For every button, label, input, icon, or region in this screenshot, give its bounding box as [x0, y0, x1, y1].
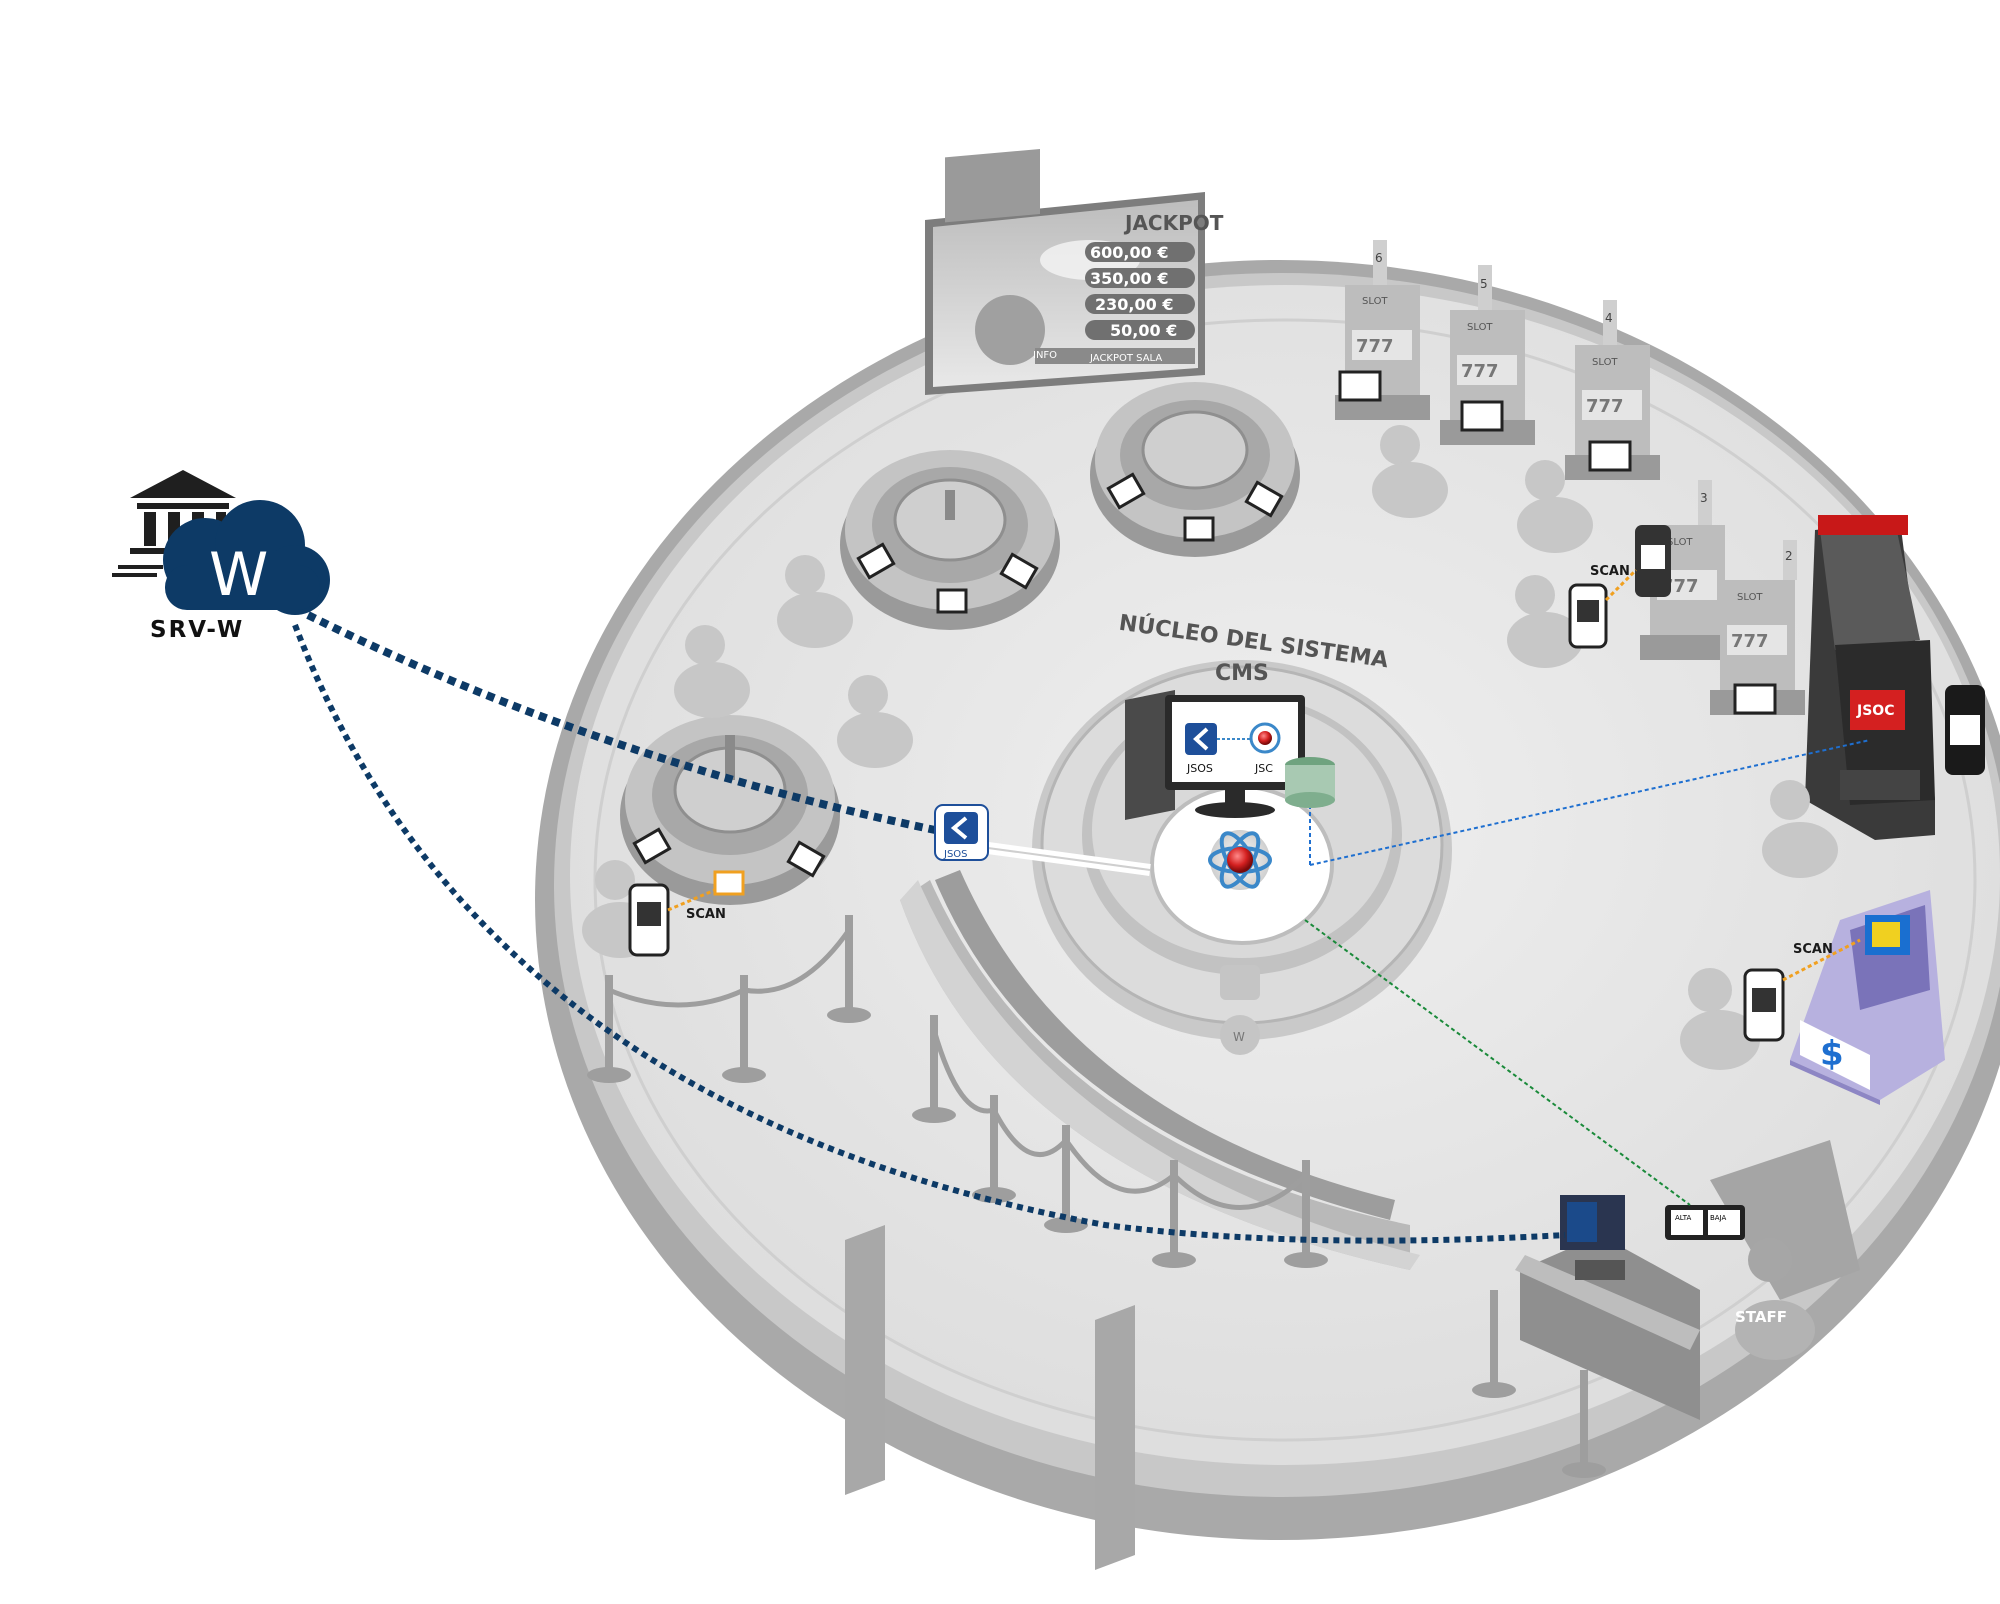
- qr-tag: [1338, 370, 1382, 402]
- jackpot-amount: 50,00 €: [1110, 321, 1177, 340]
- slot-number: 5: [1480, 277, 1488, 291]
- scan-label: SCAN: [1590, 564, 1630, 579]
- jsos-logo-icon: [1185, 723, 1217, 755]
- cloud-letter: W: [209, 540, 268, 610]
- stanchion-posts: [587, 915, 1606, 1478]
- qr-tag: [1733, 683, 1777, 715]
- cms-jsc-label: JSC: [1254, 762, 1273, 775]
- dollar-icon: $: [1820, 1034, 1844, 1074]
- qr-tag: [1588, 440, 1632, 472]
- alta-label: ALTA: [1675, 1214, 1691, 1222]
- jackpot-screen: JACKPOT 600,00 € 350,00 € 230,00 € 50,00…: [925, 149, 1224, 395]
- roulette-table-1: [840, 450, 1060, 630]
- phone-left: SCAN: [628, 883, 726, 957]
- jackpot-info: INFO: [1033, 350, 1057, 361]
- jackpot-amount: 230,00 €: [1095, 295, 1173, 314]
- baja-label: BAJA: [1710, 1214, 1727, 1222]
- people: [582, 425, 1838, 1070]
- slot-label: SLOT: [1362, 296, 1388, 307]
- connections: [292, 611, 1871, 1244]
- jsos-node-label: JSOS: [943, 849, 968, 860]
- qr-tag: [1460, 400, 1504, 432]
- jsos-node-icon: [944, 812, 978, 844]
- core-sub-icons: W: [1220, 965, 1260, 1055]
- cloud-w-icon: W: [163, 500, 330, 615]
- link-core-jsoc: [1309, 739, 1871, 866]
- staff-desk: ALTA BAJA STAFF: [1515, 1140, 1860, 1420]
- slot-number: 6: [1375, 251, 1383, 265]
- slot-reels: 777: [1586, 396, 1624, 417]
- core-hub: [1208, 830, 1272, 890]
- slot-reels: 777: [1731, 631, 1769, 652]
- jsos-node: JSOS: [934, 804, 989, 861]
- srv-w-label: SRV-W: [150, 617, 244, 643]
- jackpot-title: JACKPOT: [1123, 211, 1224, 235]
- slot-label: SLOT: [1467, 322, 1493, 333]
- srv-w-cloud: W SRV-W: [112, 470, 330, 643]
- jackpot-sala: JACKPOT SALA: [1089, 353, 1162, 364]
- link-srvw-jsos: [306, 611, 936, 834]
- wall-pillars: [845, 1225, 1135, 1570]
- roulette-table-2: [1090, 382, 1300, 557]
- w-small-icon: W: [1233, 1030, 1245, 1044]
- link-srvw-staff: [292, 623, 1566, 1244]
- slot-reels: 777: [1461, 361, 1499, 382]
- jsoc-label: JSOC: [1856, 703, 1894, 719]
- core-atom-icon: [1227, 847, 1253, 873]
- scan-label: SCAN: [1793, 942, 1833, 957]
- cms-jsos-label: JSOS: [1186, 762, 1213, 775]
- cms-station: JSOS JSC: [1125, 690, 1335, 820]
- slot-number: 3: [1700, 491, 1708, 505]
- slot-label: SLOT: [1592, 357, 1618, 368]
- slot-label: SLOT: [1667, 537, 1693, 548]
- payment-kiosk: $: [1790, 890, 1945, 1105]
- slot-number: 4: [1605, 311, 1613, 325]
- slot-label: SLOT: [1737, 592, 1763, 603]
- phone-slot: SCAN: [1568, 525, 1671, 649]
- reception-counter: [900, 870, 1420, 1270]
- roulette-table-3: [620, 715, 840, 905]
- jackpot-amount: 600,00 €: [1090, 243, 1168, 262]
- staff-label: STAFF: [1735, 1308, 1787, 1326]
- slot-number: 2: [1785, 549, 1793, 563]
- jackpot-amount: 350,00 €: [1090, 269, 1168, 288]
- jsc-logo-icon: [1249, 722, 1281, 754]
- jsoc-machine: JSOC: [1805, 515, 1985, 840]
- phone-kiosk: SCAN: [1743, 938, 1861, 1042]
- cms-title: CMS: [1215, 661, 1269, 686]
- slot-reels: 777: [1356, 336, 1394, 357]
- scan-label: SCAN: [686, 907, 726, 922]
- slot-machines: 6 SLOT 777 5 SLOT 777 4 SLOT 777: [1335, 240, 1805, 715]
- link-core-staff: [1304, 919, 1691, 1206]
